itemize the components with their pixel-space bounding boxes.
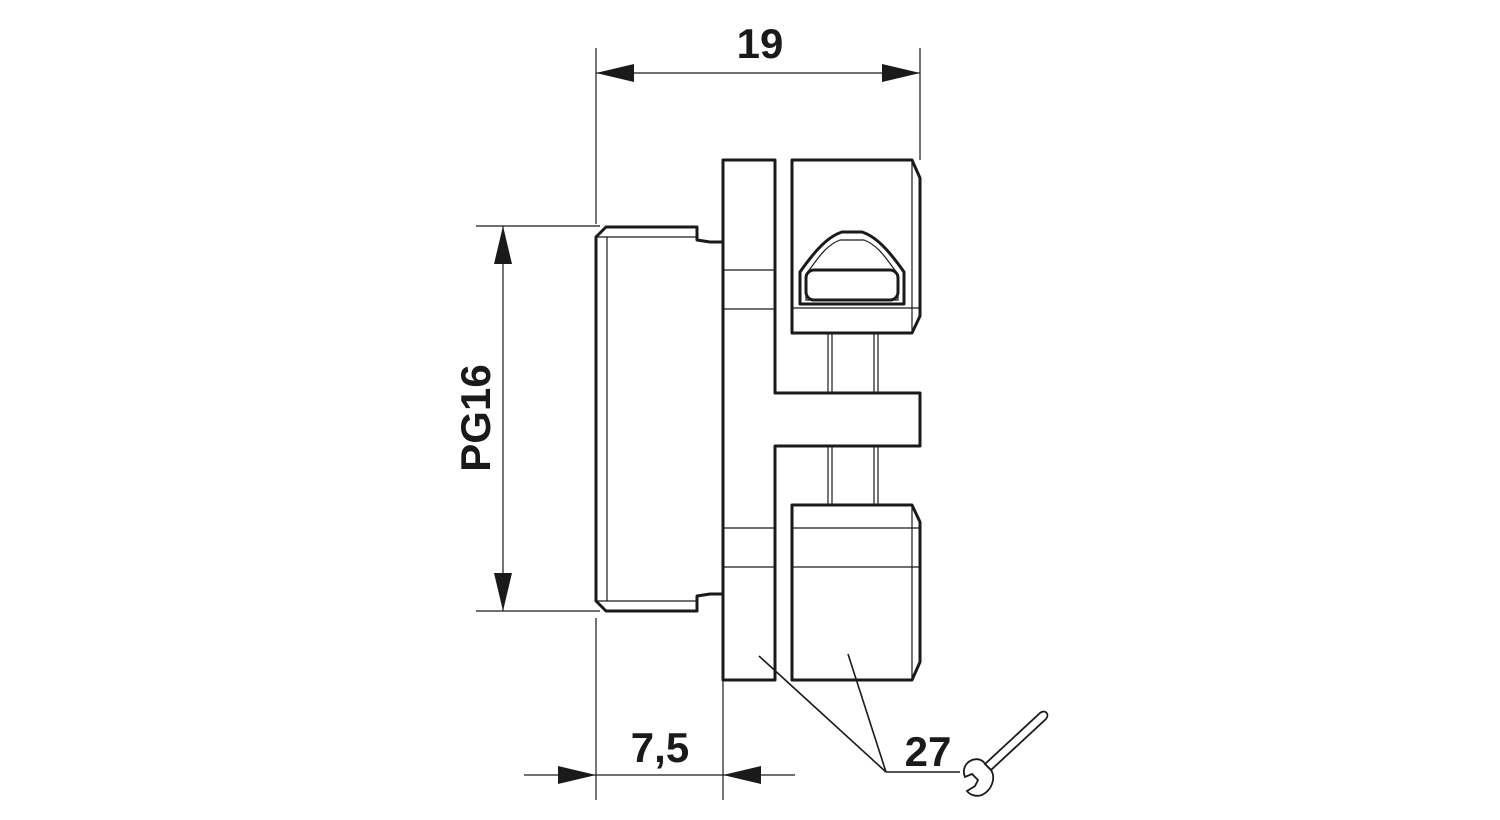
pin-upper-left (827, 332, 833, 394)
pin-upper-right (873, 332, 879, 394)
connecting-pins (827, 332, 879, 506)
arrow-head-down (494, 573, 512, 611)
leader-line-nut (847, 653, 887, 773)
cap-outline (798, 230, 906, 306)
flange (721, 158, 922, 682)
dimension-thread-length: 7,5 (524, 618, 795, 800)
thread-length-label: 7,5 (631, 724, 689, 771)
arrow-head-left (596, 64, 634, 82)
arrow-head-inward-left (558, 766, 596, 784)
cap-inner-outline (805, 239, 899, 301)
pin-lower-right (873, 445, 879, 506)
thread-outline (594, 225, 725, 613)
hex-nut-lower-outline (790, 503, 922, 682)
dimension-total-width: 19 (595, 20, 921, 224)
thread-size-label: PG16 (452, 364, 499, 471)
total-width-label: 19 (737, 20, 784, 67)
leader-line-flange (758, 655, 887, 773)
hex-nut-upper (790, 158, 922, 335)
arrow-head-up (494, 226, 512, 264)
hex-nut-upper-outline (790, 158, 922, 335)
wrench-size-callout: 27 (758, 653, 1049, 797)
cap-slot (804, 268, 900, 302)
wrench-handle (983, 710, 1049, 772)
dimension-thread-size: PG16 (452, 225, 600, 612)
wrench-size-label: 27 (905, 728, 952, 775)
pin-lower-left (827, 445, 833, 506)
wrench-jaw (962, 758, 995, 797)
hex-nut-lower (790, 503, 922, 682)
arrow-head-inward-right (723, 766, 761, 784)
threaded-body (594, 225, 725, 613)
wrench-icon (962, 710, 1049, 797)
arrow-head-right (882, 64, 920, 82)
flange-outline (721, 158, 922, 682)
